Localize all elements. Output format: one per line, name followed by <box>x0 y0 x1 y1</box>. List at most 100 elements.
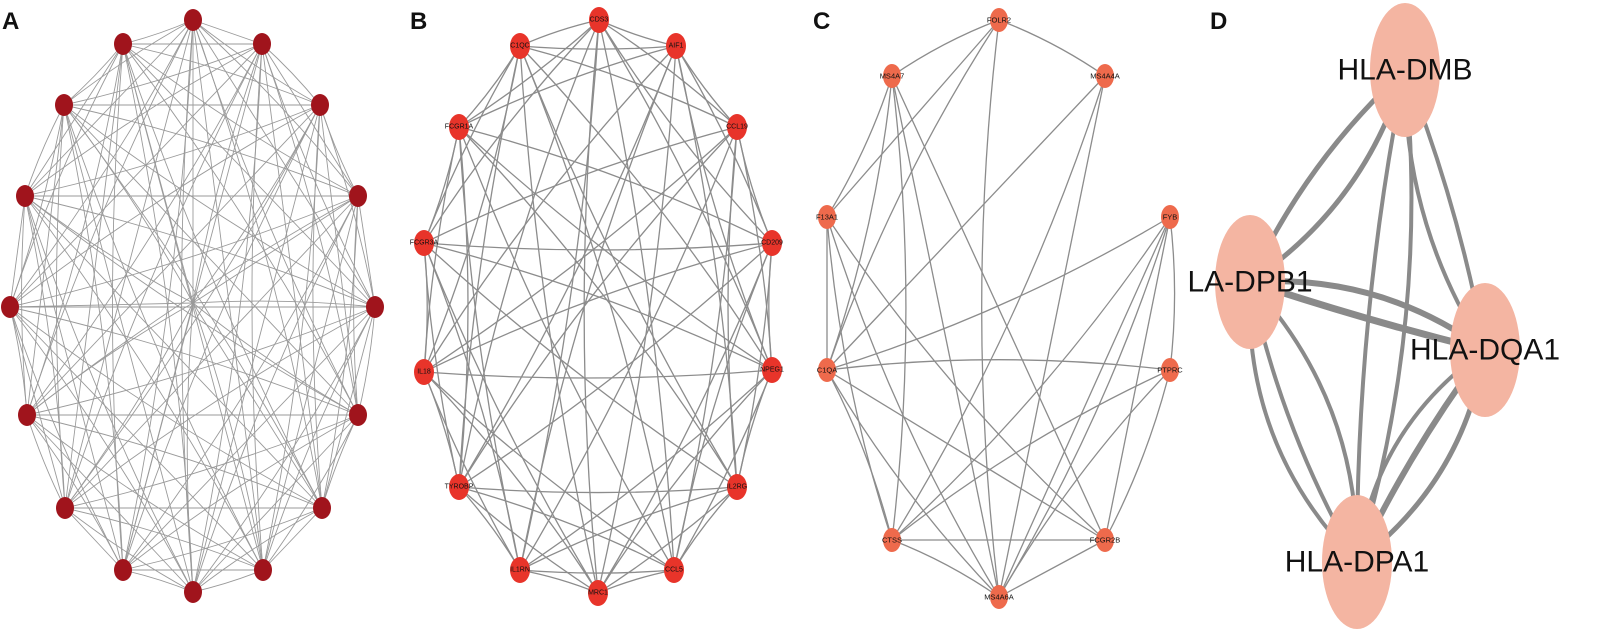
node-label: IL18 <box>417 369 431 376</box>
network-edge <box>423 126 738 244</box>
network-edge <box>423 242 773 373</box>
network-node <box>883 64 901 88</box>
network-edge <box>319 104 376 308</box>
network-edge <box>9 306 194 593</box>
network-node <box>727 114 747 140</box>
node-label: MRC1 <box>588 590 608 597</box>
network-edge <box>24 43 124 197</box>
network-node <box>349 185 367 207</box>
network-edge <box>192 302 323 509</box>
network-edge <box>262 104 321 571</box>
panel-letter: A <box>2 8 20 35</box>
network-node <box>16 185 34 207</box>
network-edge <box>192 300 376 308</box>
node-label: MS4A6A <box>984 593 1014 602</box>
node-label: HLA-DQA1 <box>1410 334 1560 367</box>
network-node <box>449 114 469 140</box>
node-label: FCGR3A <box>410 240 439 247</box>
network-edge <box>826 75 893 218</box>
network-edge <box>192 19 264 571</box>
network-edge <box>519 45 675 571</box>
network-node <box>184 9 202 31</box>
network-edge <box>192 195 359 593</box>
network-edge <box>353 195 359 416</box>
network-edge <box>458 486 675 571</box>
network-edge <box>826 216 1171 371</box>
network-edge <box>192 19 359 197</box>
network-edge <box>458 19 600 128</box>
network-edge <box>826 369 893 541</box>
network-edge <box>423 371 460 488</box>
network-edge <box>26 104 321 416</box>
network-b: CDS3AIF1CCL19CD209NPEG1IL2RGCCL5MRC1IL1R… <box>410 7 784 606</box>
network-node <box>818 205 836 229</box>
network-node <box>349 404 367 426</box>
network-edge <box>192 306 376 593</box>
node-label: CDS3 <box>590 17 609 24</box>
network-node <box>313 497 331 519</box>
network-edge <box>598 19 773 371</box>
network-edge <box>26 414 124 571</box>
network-node <box>114 559 132 581</box>
network-node <box>1161 205 1179 229</box>
network-edge <box>262 507 323 571</box>
network-edge <box>261 43 359 416</box>
network-edge <box>24 195 194 304</box>
network-edge <box>675 45 738 488</box>
network-edge <box>55 104 66 509</box>
network-edge <box>9 104 321 308</box>
network-edge <box>826 216 1106 541</box>
network-edge <box>998 19 1106 77</box>
network-edge <box>192 104 321 304</box>
network-node <box>990 585 1008 609</box>
network-edge <box>1355 69 1414 563</box>
node-label: FOLR2 <box>987 16 1011 25</box>
network-edge <box>192 43 263 593</box>
network-edge <box>262 195 359 571</box>
network-edge <box>122 43 376 308</box>
network-edge <box>458 486 738 494</box>
network-node <box>1322 495 1392 629</box>
network-edge <box>998 369 1171 598</box>
network-node <box>184 581 202 603</box>
network-node <box>414 359 434 385</box>
network-node <box>589 7 609 33</box>
network-edge <box>262 306 376 571</box>
network-edge <box>26 302 194 416</box>
network-edge <box>24 104 321 197</box>
network-node <box>510 557 530 583</box>
network-edge <box>598 19 738 128</box>
network-edge <box>312 104 323 509</box>
network-edge <box>423 45 521 373</box>
network-node <box>727 474 747 500</box>
node-label: FCGR1A <box>445 124 474 131</box>
network-edge <box>423 45 521 244</box>
network-edge <box>9 306 124 571</box>
network-node <box>114 33 132 55</box>
network-node <box>253 33 271 55</box>
network-edge <box>64 195 359 509</box>
network-edge <box>357 195 376 308</box>
network-edge <box>981 19 1000 598</box>
node-label: CD209 <box>761 240 783 247</box>
network-node <box>1450 283 1520 417</box>
network-edge <box>24 19 194 197</box>
network-edge <box>519 45 738 128</box>
network-edge <box>192 19 263 45</box>
network-edge <box>64 306 376 509</box>
network-edge <box>519 126 738 571</box>
network-edge <box>998 75 1106 598</box>
network-edge <box>519 45 773 371</box>
network-edge <box>24 195 194 593</box>
network-edge <box>63 43 124 106</box>
network-edge <box>519 45 738 488</box>
network-node <box>1161 358 1179 382</box>
network-edge <box>319 104 359 416</box>
network-edge <box>736 126 773 244</box>
network-edge <box>64 43 124 509</box>
network-edge <box>423 126 460 244</box>
network-edge <box>122 302 194 571</box>
